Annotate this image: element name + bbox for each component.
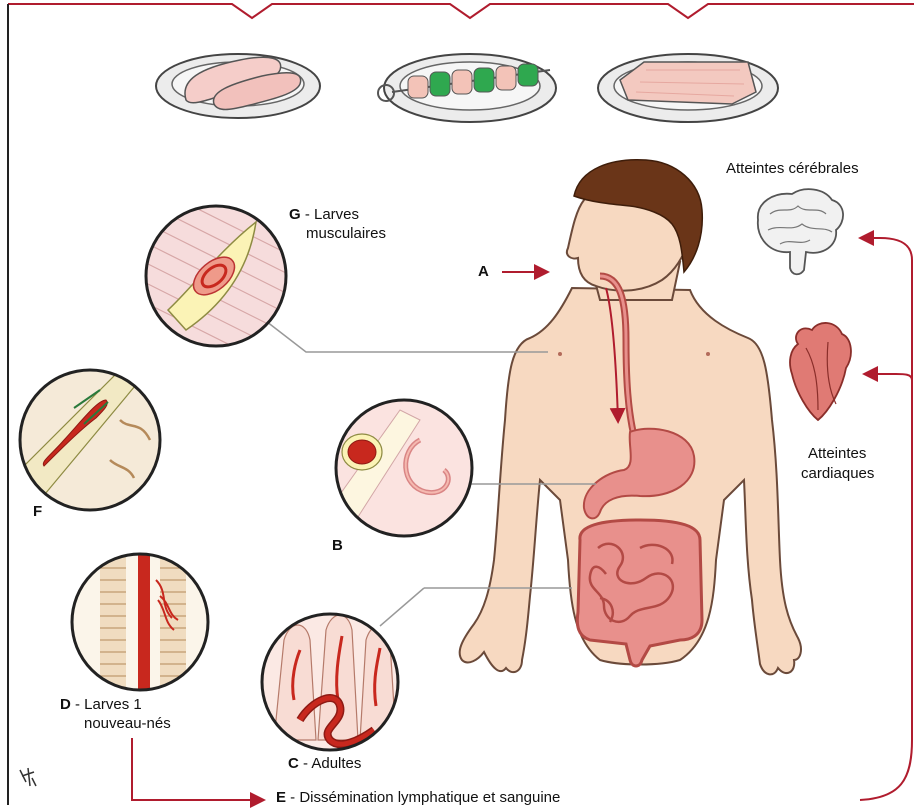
circle-c <box>262 614 398 750</box>
label-d-line1: D - Larves 1 <box>60 695 142 714</box>
label-e: E - Dissémination lymphatique et sanguin… <box>276 788 560 807</box>
circle-g-muscle-larvae <box>140 180 300 380</box>
label-heart-line2: cardiaques <box>801 464 874 483</box>
sausage-plate-icon <box>156 54 320 118</box>
circle-d <box>72 550 208 700</box>
human-figure <box>460 160 801 675</box>
label-a: A <box>478 262 489 281</box>
label-brain: Atteintes cérébrales <box>726 159 859 178</box>
label-g-line2: musculaires <box>306 224 386 243</box>
label-b: B <box>332 536 343 555</box>
circle-f <box>20 370 160 510</box>
skewer-plate-icon <box>378 54 556 122</box>
label-c: C - Adultes <box>288 754 361 773</box>
label-f: F <box>33 502 42 521</box>
top-frame <box>8 4 914 18</box>
label-heart-line1: Atteintes <box>808 444 866 463</box>
heart-icon <box>790 323 851 420</box>
brain-icon <box>758 189 843 274</box>
artist-signature <box>20 768 36 786</box>
label-g-line1: G - Larves <box>289 205 359 224</box>
meat-plate-icon <box>598 54 778 122</box>
label-d-line2: nouveau-nés <box>84 714 171 733</box>
circle-b <box>336 400 472 536</box>
